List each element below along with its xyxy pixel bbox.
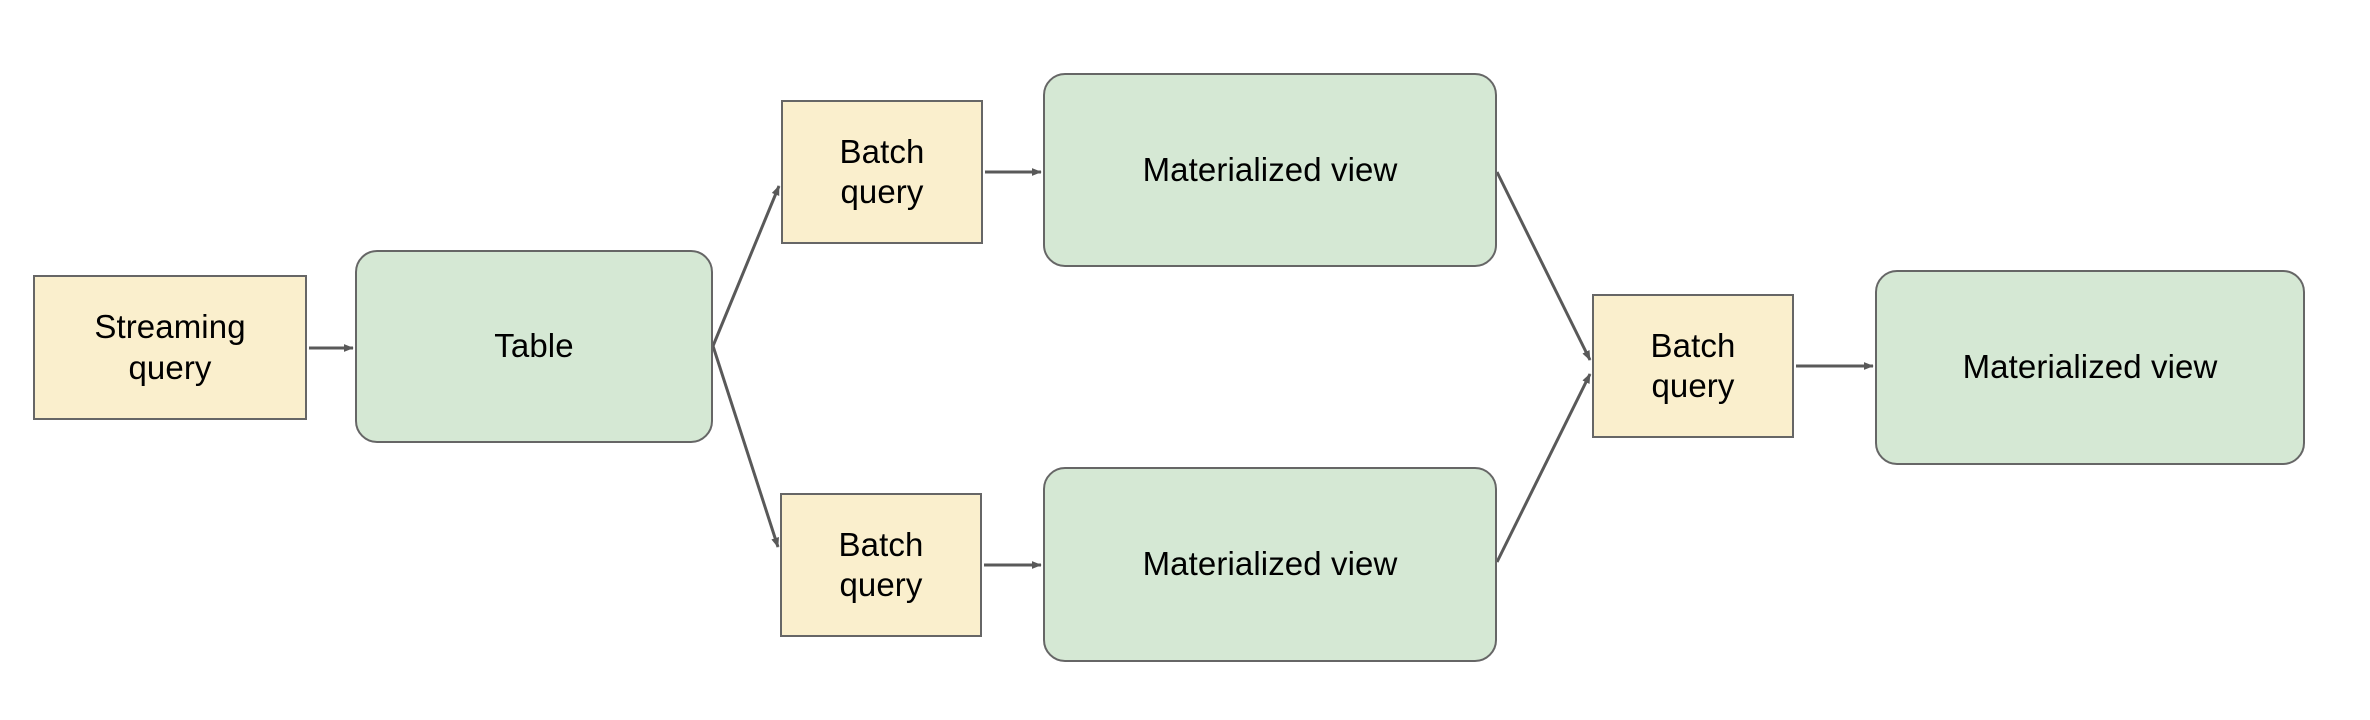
node-table[interactable]: Table: [355, 250, 713, 443]
node-batch-query-join[interactable]: Batch query: [1592, 294, 1794, 438]
node-batch-query-bottom[interactable]: Batch query: [780, 493, 982, 637]
node-batch-query-top[interactable]: Batch query: [781, 100, 983, 244]
edge-materialized-view-bottom-to-batch-query-join: [1495, 373, 1592, 563]
node-streaming-query[interactable]: Streaming query: [33, 275, 307, 420]
node-materialized-view-bottom[interactable]: Materialized view: [1043, 467, 1497, 662]
node-batch-query-top-label: Batch query: [839, 132, 925, 210]
edge-materialized-view-top-to-batch-query-join: [1495, 171, 1592, 361]
node-table-label: Table: [494, 327, 574, 365]
node-streaming-query-label: Streaming query: [94, 308, 246, 386]
edge-table-to-batch-query-top: [711, 185, 781, 347]
node-materialized-view-final-label: Materialized view: [1962, 348, 2218, 386]
node-materialized-view-bottom-label: Materialized view: [1142, 545, 1398, 583]
node-materialized-view-top-label: Materialized view: [1142, 150, 1398, 188]
node-materialized-view-top[interactable]: Materialized view: [1043, 73, 1497, 267]
node-batch-query-bottom-label: Batch query: [838, 525, 924, 603]
node-materialized-view-final[interactable]: Materialized view: [1875, 270, 2305, 465]
edge-table-to-batch-query-bottom: [711, 345, 780, 548]
node-batch-query-join-label: Batch query: [1650, 326, 1736, 404]
